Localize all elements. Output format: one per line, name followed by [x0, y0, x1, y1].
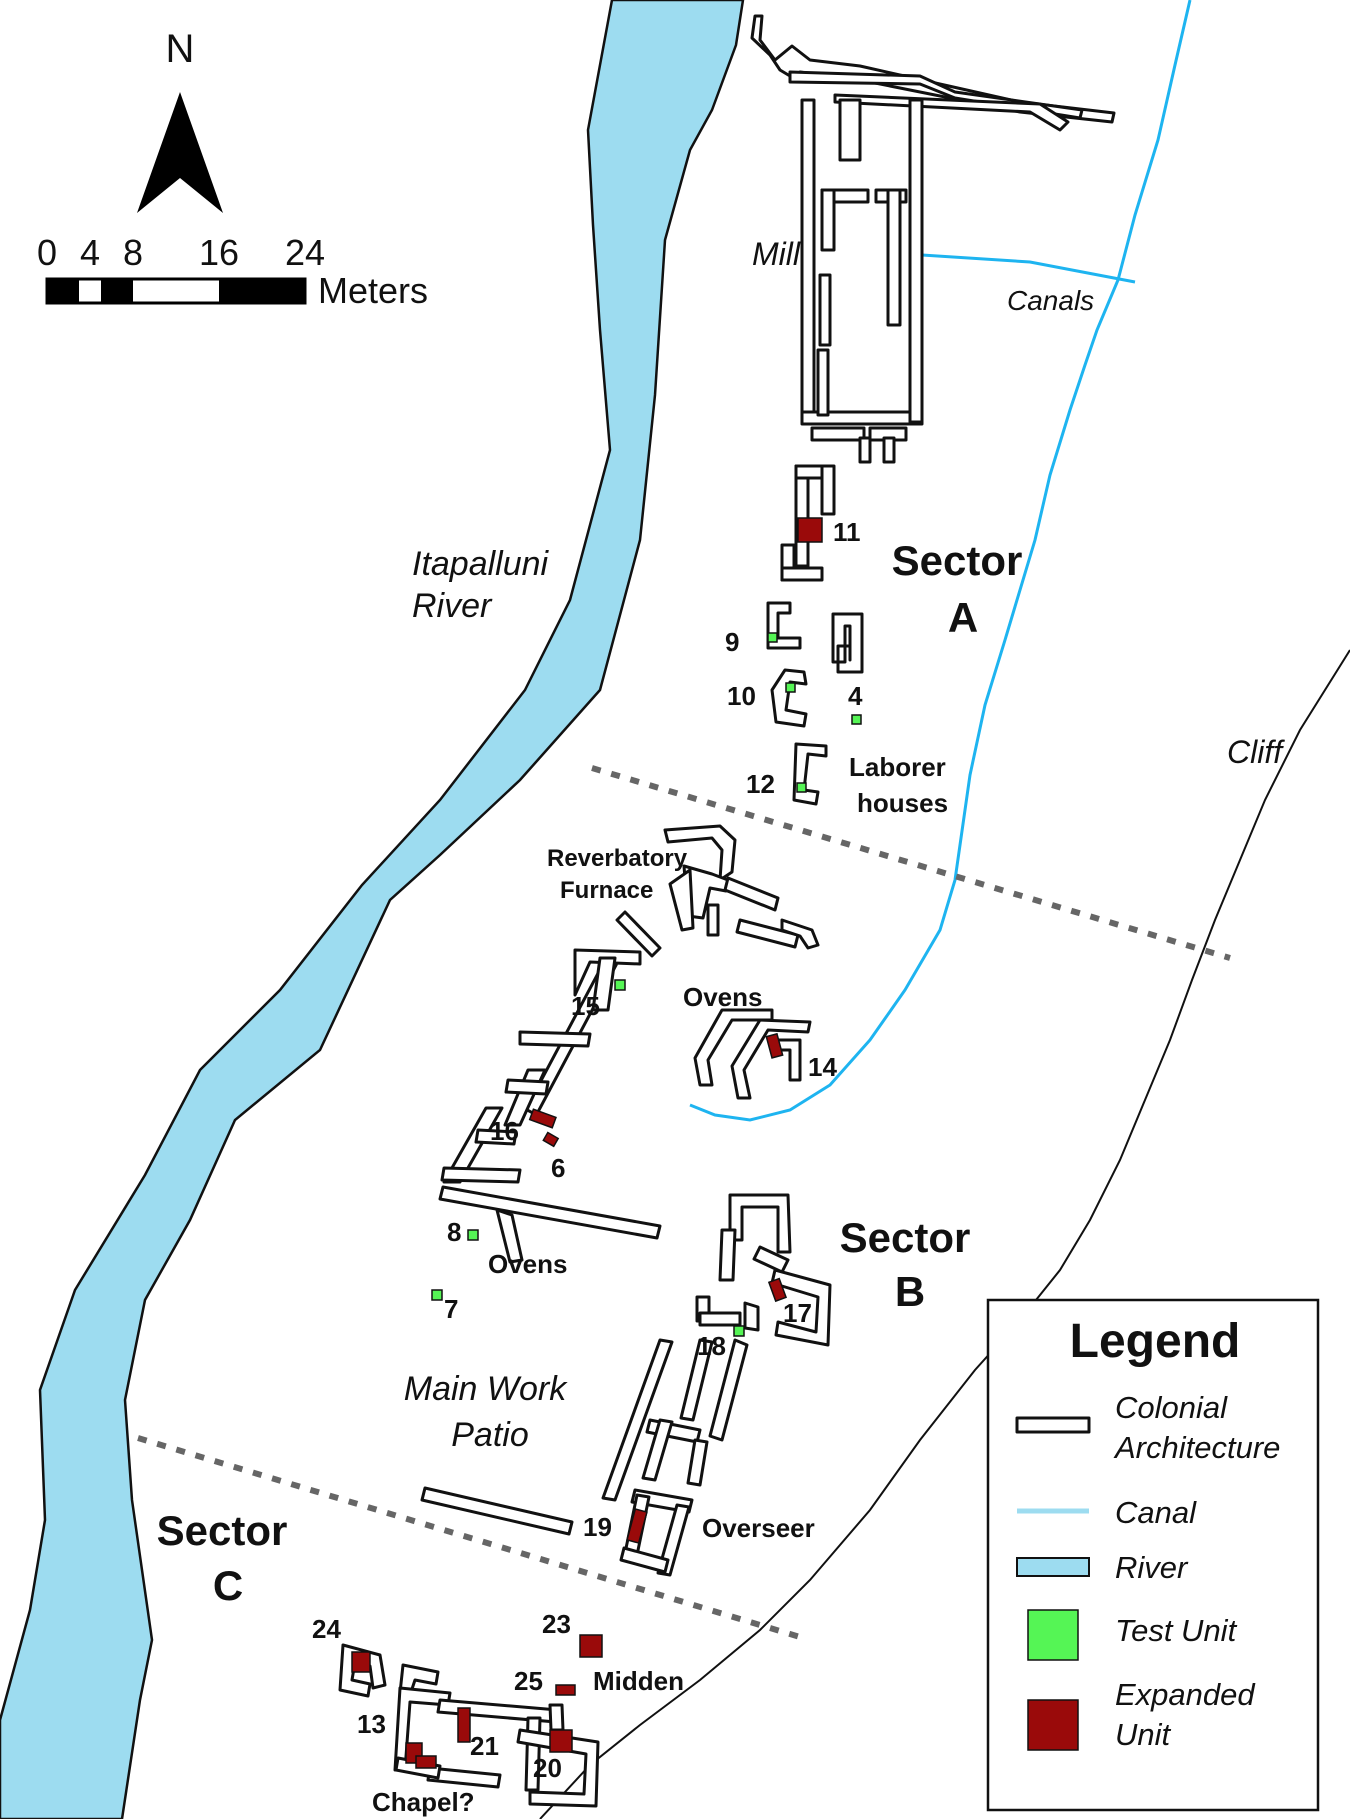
feature-labels: Itapalluni River Mill Canals Cliff Labor… [372, 236, 1285, 1817]
expanded-unit-13b [415, 1755, 437, 1769]
legend-expanded-unit-swatch [1027, 1699, 1079, 1751]
sector-c-label: Sector [157, 1507, 288, 1554]
unit-labels: 11 9 10 4 12 15 14 16 6 8 7 17 18 19 24 … [312, 517, 863, 1783]
legend-colonial-label: Colonial [1115, 1390, 1228, 1425]
unit-label-25: 25 [514, 1666, 543, 1696]
sector-a-label: Sector [892, 537, 1023, 584]
sector-b-label: Sector [840, 1214, 971, 1261]
unit-label-7: 7 [444, 1294, 458, 1324]
test-unit-15 [614, 979, 626, 991]
furnace-label-2: Furnace [560, 877, 653, 904]
legend: Legend Colonial Architecture Canal River… [986, 1298, 1320, 1812]
colonial-architecture [338, 14, 1116, 1808]
unit-label-24: 24 [312, 1614, 341, 1644]
furnace-label: Reverbatory [547, 845, 688, 872]
unit-label-14: 14 [808, 1052, 837, 1082]
scale-unit: Meters [318, 270, 428, 311]
expanded-unit-19 [626, 1508, 648, 1544]
river-label-2: River [412, 587, 493, 625]
sector-c-letter: C [213, 1562, 243, 1609]
test-unit-4 [851, 714, 862, 725]
unit-label-17: 17 [783, 1298, 812, 1328]
expanded-unit-21 [457, 1707, 471, 1743]
unit-label-10: 10 [727, 681, 756, 711]
expanded-unit-23 [579, 1634, 603, 1658]
unit-label-11: 11 [833, 517, 861, 547]
midden-label: Midden [593, 1666, 684, 1696]
north-arrow-icon [137, 92, 223, 213]
legend-title: Legend [1070, 1315, 1241, 1368]
patio-label-2: Patio [451, 1416, 529, 1454]
patio-label: Main Work [404, 1370, 568, 1408]
north-label: N [166, 27, 195, 71]
river [0, 0, 745, 1819]
legend-expanded-label-2: Unit [1115, 1717, 1172, 1752]
legend-river-label: River [1115, 1550, 1189, 1585]
unit-label-20: 20 [533, 1753, 562, 1783]
canals-label: Canals [1007, 285, 1094, 316]
expanded-unit-20 [549, 1729, 573, 1753]
expanded-unit-11 [797, 517, 823, 543]
expanded-unit-6 [542, 1131, 560, 1148]
sector-labels: Sector A Sector B Sector C [157, 537, 1023, 1609]
legend-colonial-label-2: Architecture [1113, 1430, 1280, 1465]
expanded-unit-25 [555, 1684, 576, 1696]
unit-label-12: 12 [746, 769, 775, 799]
expanded-unit-16 [528, 1108, 557, 1129]
unit-label-13: 13 [357, 1709, 386, 1739]
cliff-label: Cliff [1227, 734, 1285, 770]
chapel-label: Chapel? [372, 1787, 475, 1817]
scale-bar: 0 4 8 16 24 Meters [37, 232, 428, 311]
legend-canal-label: Canal [1115, 1495, 1197, 1530]
scale-tick-16: 16 [199, 232, 239, 273]
unit-label-18: 18 [697, 1331, 726, 1361]
sector-dividers [137, 765, 1231, 1640]
scale-tick-8: 8 [123, 232, 143, 273]
expanded-unit-24 [351, 1651, 371, 1673]
unit-label-23: 23 [542, 1609, 571, 1639]
scale-tick-24: 24 [285, 232, 325, 273]
test-unit-7 [431, 1289, 443, 1301]
excavation-units [351, 517, 862, 1769]
legend-test-unit-label: Test Unit [1115, 1613, 1238, 1648]
legend-expanded-label: Expanded [1115, 1677, 1256, 1712]
laborer-houses-label-2: houses [857, 788, 948, 818]
unit-label-8: 8 [447, 1217, 461, 1247]
scale-tick-0: 0 [37, 232, 57, 273]
legend-test-unit-swatch [1027, 1609, 1079, 1661]
expanded-unit-14 [765, 1032, 784, 1059]
unit-label-4: 4 [848, 681, 863, 711]
expanded-unit-17 [767, 1277, 788, 1303]
unit-label-9: 9 [725, 627, 739, 657]
test-unit-8 [467, 1229, 479, 1241]
ovens-w-label: Ovens [488, 1249, 568, 1279]
test-unit-18 [733, 1325, 745, 1337]
canals [689, 0, 1192, 1122]
unit-label-19: 19 [583, 1512, 612, 1542]
legend-colonial-swatch [1015, 1416, 1091, 1434]
cliff-line [539, 649, 1350, 1819]
test-unit-10 [785, 682, 796, 693]
scale-tick-4: 4 [80, 232, 100, 273]
north-arrow: N [137, 27, 223, 213]
legend-river-swatch [1016, 1557, 1090, 1577]
overseer-label: Overseer [702, 1513, 815, 1543]
sector-b-letter: B [895, 1268, 925, 1315]
river-label: Itapalluni [412, 545, 550, 583]
unit-label-16: 16 [490, 1116, 519, 1146]
ovens-b-label: Ovens [683, 982, 763, 1012]
laborer-houses-label: Laborer [849, 752, 946, 782]
sector-a-letter: A [948, 594, 978, 641]
test-unit-9 [767, 632, 778, 643]
unit-label-21: 21 [470, 1731, 499, 1761]
mill-label: Mill [752, 236, 801, 272]
unit-label-6: 6 [551, 1153, 565, 1183]
unit-label-15: 15 [571, 991, 600, 1021]
test-unit-12 [796, 782, 807, 793]
